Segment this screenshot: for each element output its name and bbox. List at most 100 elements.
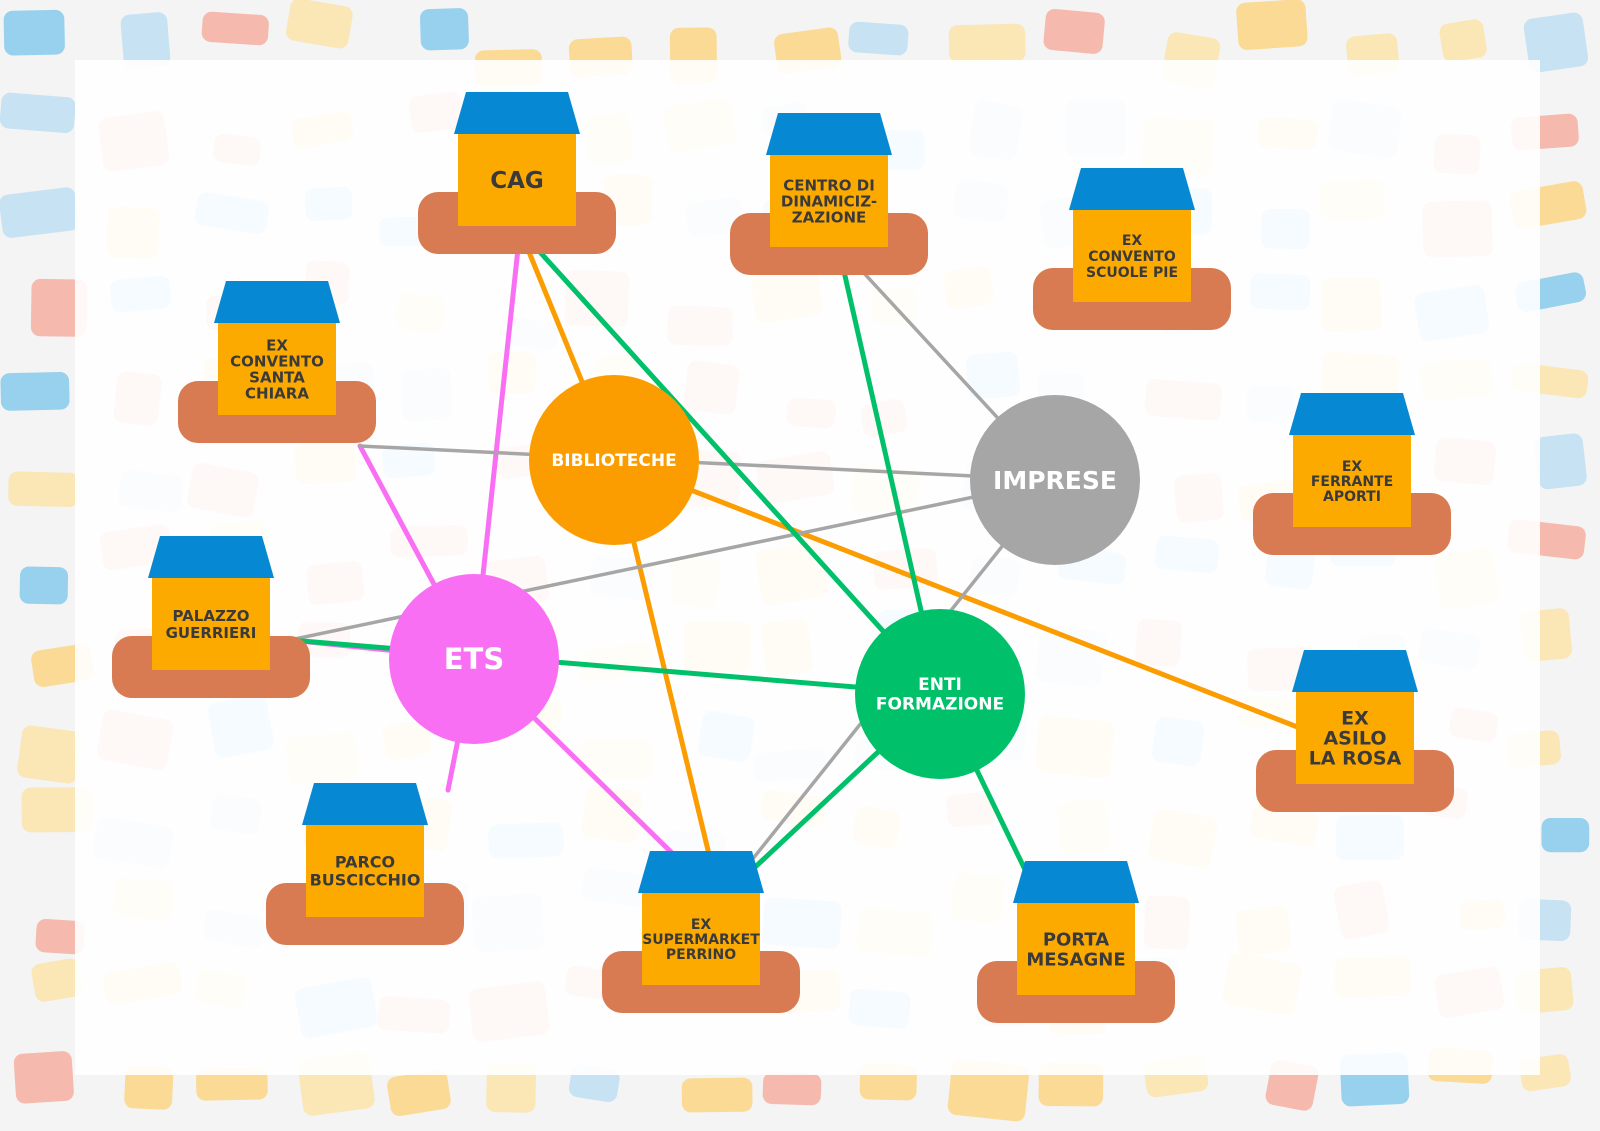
pattern-tile: [17, 725, 82, 784]
place-label-line: ZAZIONE: [792, 208, 867, 226]
place-label-line: SANTA: [249, 368, 305, 386]
hub-label-line: IMPRESE: [993, 466, 1117, 495]
place-label-line: CENTRO DI: [783, 176, 875, 194]
pattern-tile: [0, 92, 76, 134]
pattern-tile: [681, 1077, 753, 1113]
house-wall: [458, 130, 576, 226]
pattern-tile: [124, 1065, 174, 1110]
place-label-line: CONVENTO: [1088, 249, 1176, 265]
pattern-tile: [286, 0, 353, 49]
house-roof: [1292, 650, 1418, 692]
place-label-line: BUSCICCHIO: [310, 871, 421, 890]
place-label-line: DINAMICIZ-: [781, 192, 877, 210]
connections-layer: [287, 227, 1303, 903]
pattern-tile: [13, 1051, 74, 1104]
place-label-line: CAG: [490, 168, 544, 194]
house-roof: [766, 113, 892, 155]
hub-biblioteche: BIBLIOTECHE: [529, 375, 699, 545]
connection-enti_formazione-guerrieri: [287, 637, 943, 697]
house-roof: [454, 92, 580, 134]
place-label-line: PARCO: [335, 853, 395, 872]
pattern-tile: [848, 21, 909, 56]
pattern-tile: [1236, 0, 1308, 50]
house-roof: [1069, 168, 1195, 210]
house-wall: [218, 319, 336, 415]
hub-imprese: IMPRESE: [970, 395, 1140, 565]
pattern-tile: [196, 1067, 268, 1101]
house-roof: [1289, 393, 1415, 435]
house-roof: [638, 851, 764, 893]
place-label-line: PORTA: [1043, 929, 1109, 950]
house-wall: [1073, 206, 1191, 302]
place-label-line: SUPERMARKET: [642, 932, 760, 948]
hub-circle: [529, 375, 699, 545]
pattern-tile: [120, 12, 171, 69]
place-label-line: APORTI: [1323, 489, 1381, 505]
connection-enti_formazione-cag: [517, 227, 943, 697]
pattern-tile: [420, 8, 469, 51]
pattern-tile: [0, 187, 79, 238]
pattern-tile: [31, 958, 83, 1002]
hub-ets: ETS: [389, 574, 559, 744]
pattern-tile: [3, 9, 65, 56]
house-roof: [148, 536, 274, 578]
house-wall: [1017, 899, 1135, 995]
place-label-line: PALAZZO: [173, 607, 250, 625]
house-roof: [1013, 861, 1139, 903]
pattern-tile: [1043, 8, 1105, 54]
place-label-line: CHIARA: [245, 384, 309, 402]
hub-label-line: ENTI: [918, 675, 962, 695]
hub-circle: [389, 574, 559, 744]
house-wall: [1293, 431, 1411, 527]
pattern-tile: [948, 23, 1026, 63]
place-label-line: EX: [266, 336, 288, 354]
place-label-line: LA ROSA: [1309, 748, 1402, 770]
house-wall: [1296, 688, 1414, 784]
pattern-tile: [1523, 12, 1589, 73]
pattern-tile: [1439, 19, 1487, 63]
place-label-line: ASILO: [1323, 728, 1386, 750]
place-label-line: CONVENTO: [230, 352, 324, 370]
pattern-tile: [1541, 818, 1590, 853]
pattern-tile: [19, 566, 69, 605]
house-roof: [214, 281, 340, 323]
pattern-tile: [486, 1063, 537, 1113]
connection-imprese-santa_chiara: [358, 444, 1057, 482]
pattern-tile: [387, 1069, 451, 1117]
house-wall: [770, 151, 888, 247]
place-label-line: EX: [691, 917, 712, 933]
pattern-tile: [762, 1072, 822, 1106]
house-wall: [152, 574, 270, 670]
pattern-tile: [30, 278, 88, 337]
hub-label-line: FORMAZIONE: [876, 695, 1004, 715]
house-roof: [302, 783, 428, 825]
connection-biblioteche-asilo: [611, 457, 1303, 731]
place-label-line: SCUOLE PIE: [1086, 265, 1178, 281]
place-label-line: PERRINO: [666, 947, 736, 963]
place-label-line: EX: [1341, 708, 1369, 730]
house-wall: [306, 821, 424, 917]
hub-circle: [855, 609, 1025, 779]
place-label-line: GUERRIERI: [166, 624, 257, 642]
pattern-tile: [0, 372, 70, 411]
house-wall: [642, 889, 760, 985]
place-label-line: EX: [1122, 233, 1143, 249]
hub-label-line: ETS: [444, 642, 504, 676]
place-cag: CAG: [418, 92, 616, 254]
place-label-line: FERRANTE: [1311, 474, 1393, 490]
place-label-line: EX: [1342, 459, 1363, 475]
pattern-tile: [35, 918, 85, 955]
